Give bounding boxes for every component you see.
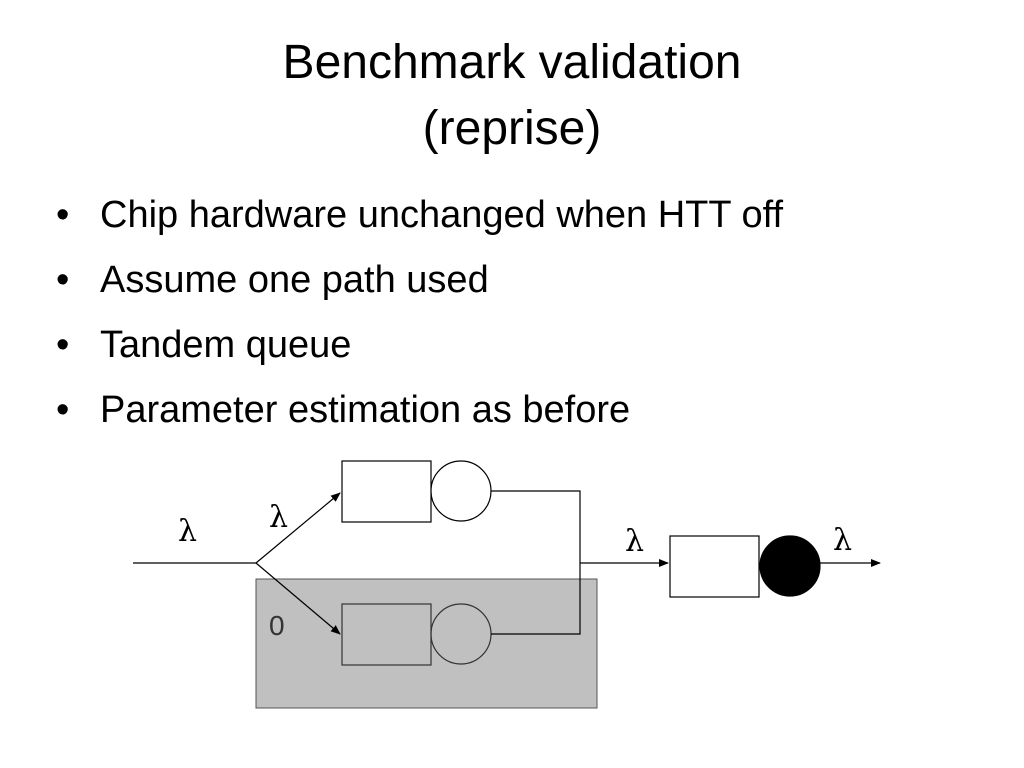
bullet-text: Parameter estimation as before <box>100 389 631 431</box>
merged-rate-label: λ <box>625 524 644 559</box>
bullet-item: • Tandem queue <box>56 316 783 381</box>
bullet-text: Tandem queue <box>100 324 352 366</box>
upper-branch-arrow <box>255 492 341 564</box>
bullet-text: Chip hardware unchanged when HTT off <box>100 194 784 236</box>
upper-branch-rate-label: λ <box>269 500 288 535</box>
bullet-dot: • <box>56 324 70 366</box>
bullet-list: • Chip hardware unchanged when HTT off •… <box>56 186 783 446</box>
second-stage-server <box>759 535 821 597</box>
unused-path-region <box>255 578 598 709</box>
upper-queue-buffer <box>341 460 432 523</box>
bullet-dot: • <box>56 194 70 236</box>
bullet-item: • Parameter estimation as before <box>56 381 783 446</box>
second-stage-buffer <box>669 535 760 598</box>
slide-title-line1: Benchmark validation <box>282 36 742 89</box>
lower-branch-rate-label: 0 <box>269 610 285 641</box>
bullet-item: • Assume one path used <box>56 251 783 316</box>
output-rate-label: λ <box>833 523 852 558</box>
lower-branch-arrow <box>255 562 341 635</box>
arrival-rate-label: λ <box>178 514 197 549</box>
bullet-text: Assume one path used <box>100 259 489 301</box>
bullet-item: • Chip hardware unchanged when HTT off <box>56 186 783 251</box>
bullet-dot: • <box>56 259 70 301</box>
upper-queue-server <box>430 460 492 522</box>
bullet-dot: • <box>56 389 70 431</box>
slide-title-line2: (reprise) <box>422 102 602 155</box>
slide-title: Benchmark validation (reprise) <box>0 30 1024 162</box>
